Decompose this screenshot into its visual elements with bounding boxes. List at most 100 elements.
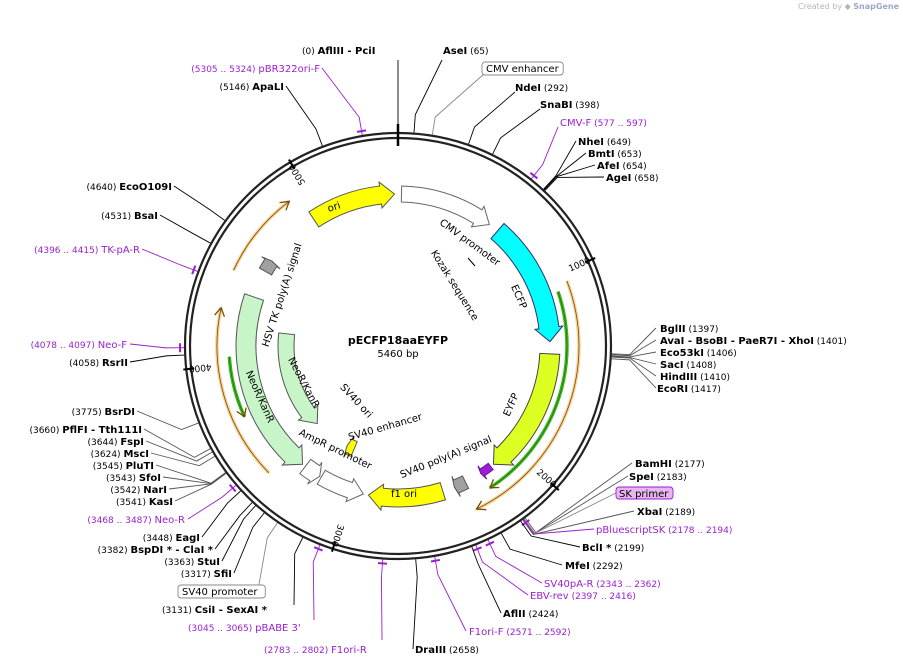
site-neo-r-part: Neo-R <box>155 515 186 526</box>
leader-line <box>413 59 443 133</box>
site-pbr322ori-f: (5305 .. 5324) pBR322ori-F <box>191 64 320 75</box>
site-hindiii: HindIII (1410) <box>660 372 730 383</box>
leader-line <box>285 85 323 146</box>
primer-bar <box>472 546 482 552</box>
site-pflfi-part: PflFI <box>62 425 87 436</box>
site-pbluescript-part: (2178 .. 2194) <box>665 526 732 536</box>
site-cmv-enhancer-box <box>481 61 564 76</box>
snapgene-watermark: Created by ◆ SnapGene <box>798 2 899 11</box>
site-agei-part: (658) <box>631 174 658 184</box>
ring-tick-label: 3000 <box>328 523 345 548</box>
label-f1-ori: f1 ori <box>391 489 417 500</box>
ring-tick <box>183 367 195 371</box>
site-cmv-f-part: (577 .. 597) <box>591 119 647 129</box>
leader-line <box>145 440 213 462</box>
orange-orf-left-head <box>214 306 226 317</box>
site-saci-part: SacI <box>660 360 684 371</box>
site-hindiii-part: (1410) <box>697 373 730 383</box>
site-avai-part: (1401) <box>814 337 847 347</box>
site-csii-part: CsiI <box>195 605 215 616</box>
site-apali-part: ApaLI <box>252 82 284 93</box>
site-afliii-part: (0) <box>302 47 318 57</box>
site-snabi: SnaBI (398) <box>540 100 599 111</box>
site-pflfi: (3660) PflFI - Tth111I <box>29 425 142 436</box>
site-bspdi-part: - ClaI * <box>172 545 214 556</box>
ring-tick <box>584 257 596 264</box>
site-sfii: (3317) SfiI <box>181 569 232 580</box>
leader-line <box>471 546 502 614</box>
site-fspi-part: FspI <box>120 437 144 448</box>
site-csii-part: - SexAI * <box>215 605 267 616</box>
site-bspdi-part: BspDI * <box>130 545 172 556</box>
orange-orf-right-outline <box>476 280 580 510</box>
leader-line <box>544 176 605 191</box>
leader-line <box>136 410 199 430</box>
leader-line <box>520 521 581 548</box>
site-bamhi-part: (2177) <box>672 460 705 470</box>
site-msci-part: MscI <box>123 449 149 460</box>
site-avai-part: - XhoI <box>777 336 814 347</box>
feature-eyfp <box>492 352 561 466</box>
leader-line <box>531 126 559 179</box>
site-asei: AseI (65) <box>443 46 489 57</box>
watermark-brand: SnapGene <box>853 2 899 11</box>
label-kozak: Kozak sequence <box>428 249 480 323</box>
site-bglii-part: (1397) <box>686 325 719 335</box>
site-kasi: (3541) KasI <box>116 497 173 508</box>
leader-line <box>173 185 225 221</box>
leader-line <box>522 510 635 535</box>
site-kasi-part: (3541) <box>116 498 149 508</box>
site-sfii-part: (3317) <box>181 570 214 580</box>
site-stui: (3363) StuI <box>164 557 220 568</box>
feature-ori <box>308 180 396 228</box>
primer-bar <box>191 265 197 275</box>
feature-sv40-enh-box <box>299 458 323 485</box>
site-eco0109i: (4640) EcoO109I <box>86 182 172 193</box>
site-draiii: DraIII (2658) <box>415 645 479 656</box>
site-mfei: MfeI (2292) <box>565 561 623 572</box>
site-eagi-part: EagI <box>176 533 200 544</box>
site-nhei-part: NheI <box>578 137 604 148</box>
leader-line <box>312 545 321 621</box>
site-sfoi-part: SfoI <box>139 473 161 484</box>
site-pflfi-part: (3660) <box>29 426 62 436</box>
site-bmti: BmtI (653) <box>588 149 642 160</box>
leader-line <box>257 522 278 591</box>
site-saci: SacI (1408) <box>660 360 716 371</box>
leader-line <box>611 358 657 389</box>
site-stui-part: StuI <box>197 557 220 568</box>
site-f1ori-f: F1ori-F (2571 .. 2592) <box>469 627 571 638</box>
green-orf-left-outline <box>228 356 245 417</box>
site-nari-part: NarI <box>143 485 167 496</box>
site-nari: (3542) NarI <box>110 485 167 496</box>
feature-cmv-promoter <box>400 185 490 228</box>
site-mfei-part: (2292) <box>590 562 623 572</box>
leader-line <box>523 519 595 535</box>
watermark-prefix: Created by <box>798 2 843 11</box>
leader-line <box>150 452 215 467</box>
primer-bar <box>229 483 237 493</box>
site-ecori-part: (1417) <box>688 385 721 395</box>
site-sv40pa-r: SV40pA-R (2343 .. 2362) <box>544 579 661 590</box>
green-orf-left-head <box>236 407 247 418</box>
leader-line <box>129 343 185 349</box>
leader-line <box>159 214 211 244</box>
site-neo-r-part: (3468 .. 3487) <box>87 516 154 526</box>
site-cmv-enhancer: CMV enhancer <box>486 64 560 75</box>
site-avai-part: AvaI <box>660 336 684 347</box>
site-avai: AvaI - BsoBI - PaeR7I - XhoI (1401) <box>660 336 847 347</box>
site-tk-pa-r-part: TK-pA-R <box>100 245 140 256</box>
leader-line <box>381 559 384 641</box>
site-sv40pa-r-part: (2343 .. 2362) <box>593 580 660 590</box>
label-eyfp: EYFP <box>502 392 522 419</box>
site-afei-part: (654) <box>620 162 647 172</box>
leader-line <box>492 108 541 155</box>
site-ndei-part: NdeI <box>515 83 541 94</box>
ring-tick <box>549 482 560 491</box>
green-orf-right-head <box>488 479 500 489</box>
site-apali: (5146) ApaLI <box>219 82 284 93</box>
site-ebv-rev: EBV-rev (2397 .. 2416) <box>530 591 636 602</box>
site-snabi-part: SnaBI <box>540 100 572 111</box>
site-bmti-part: (653) <box>615 150 642 160</box>
site-sfoi-part: (3543) <box>106 474 139 484</box>
